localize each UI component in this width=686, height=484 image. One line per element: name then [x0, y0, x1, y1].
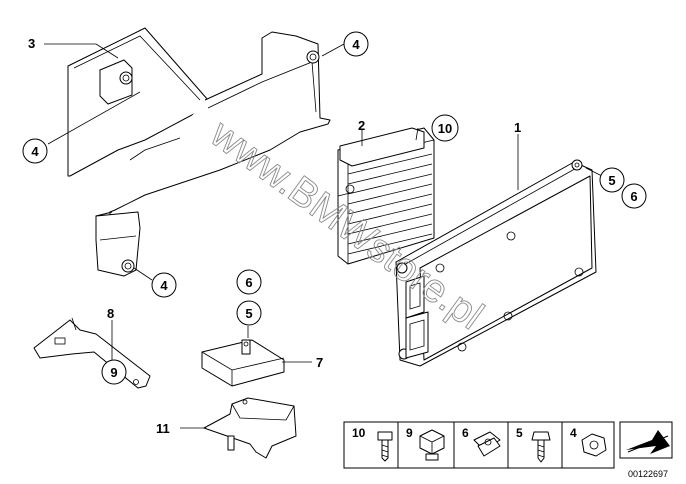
svg-text:9: 9 [406, 426, 413, 440]
callout-10: 10 [431, 114, 459, 142]
bracket-part-8 [33, 317, 151, 389]
svg-text:6: 6 [245, 275, 252, 290]
svg-text:2: 2 [358, 118, 365, 133]
fastener-legend: 10 9 6 5 [343, 421, 615, 469]
legend-cell-5: 5 [516, 426, 551, 463]
bracket-plate-part-11 [203, 397, 297, 459]
bracket-part-3 [67, 27, 331, 277]
svg-text:6: 6 [630, 189, 637, 204]
callout-7: 7 [316, 355, 323, 370]
svg-text:6: 6 [462, 426, 469, 440]
svg-text:10: 10 [352, 426, 366, 440]
svg-text:11: 11 [156, 421, 170, 436]
bolt-icon [377, 431, 393, 462]
callout-2: 2 [358, 118, 365, 133]
svg-text:9: 9 [110, 365, 117, 380]
callout-5-center: 5 [236, 300, 262, 326]
svg-text:8: 8 [107, 306, 114, 321]
svg-text:3: 3 [28, 36, 35, 51]
legend-cell-10: 10 [352, 426, 393, 462]
document-id: 00122697 [628, 469, 668, 479]
svg-text:7: 7 [316, 355, 323, 370]
reference-arrow-icon [619, 421, 673, 459]
legend-cell-6: 6 [462, 426, 501, 457]
svg-text:5: 5 [516, 426, 523, 440]
callout-6-center: 6 [236, 269, 262, 295]
callout-1: 1 [514, 120, 521, 135]
svg-text:5: 5 [608, 173, 615, 188]
callout-4-bottom: 4 [151, 272, 177, 298]
svg-text:4: 4 [160, 278, 168, 293]
svg-text:4: 4 [570, 426, 577, 440]
callout-6-right: 6 [621, 183, 647, 209]
callout-4-left: 4 [22, 138, 48, 164]
hex-nut-icon [581, 433, 607, 457]
callout-8: 8 [107, 306, 114, 321]
callout-5-right: 5 [599, 167, 625, 193]
leader-lines [44, 43, 603, 429]
svg-text:10: 10 [438, 121, 452, 136]
legend-cell-4: 4 [570, 426, 607, 457]
legend-cell-9: 9 [406, 426, 445, 461]
callout-4-top: 4 [343, 31, 369, 57]
control-unit-part-1 [395, 159, 597, 367]
svg-text:1: 1 [514, 120, 521, 135]
svg-text:5: 5 [245, 306, 252, 321]
screw-icon [531, 431, 551, 463]
clip-nut-icon [473, 431, 501, 457]
callout-9: 9 [101, 359, 127, 385]
svg-text:4: 4 [352, 37, 360, 52]
module-part-7 [201, 339, 285, 387]
callout-3: 3 [28, 36, 35, 51]
callout-11: 11 [156, 421, 170, 436]
nut-icon [419, 429, 445, 461]
svg-text:4: 4 [31, 144, 39, 159]
finned-module-part-2 [337, 127, 435, 265]
